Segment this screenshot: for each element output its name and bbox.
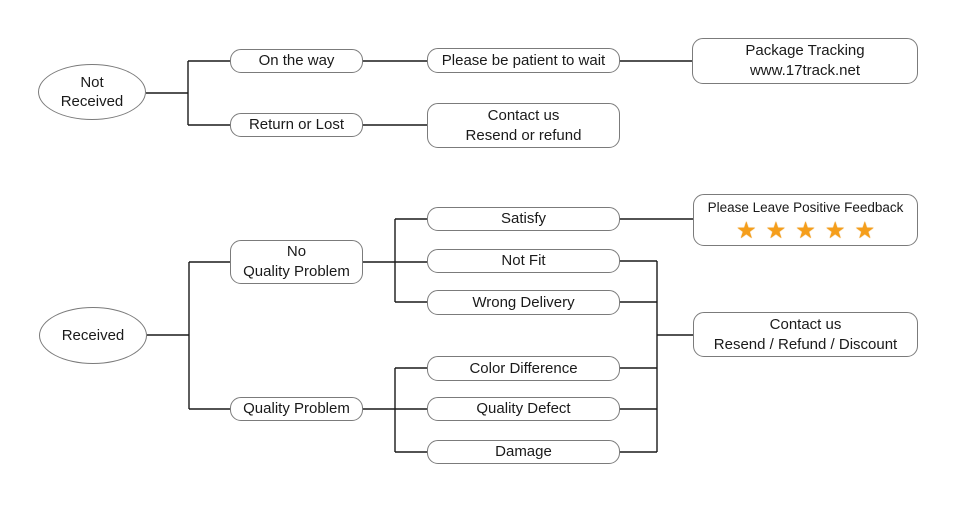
node-label: Quality Problem — [243, 263, 350, 280]
node-label: On the way — [258, 52, 335, 69]
node-not-received: Not Received — [38, 64, 146, 120]
node-package-tracking: Package Tracking www.17track.net — [692, 38, 918, 84]
node-label: Resend or refund — [465, 126, 582, 144]
node-label: Received — [60, 93, 124, 110]
node-on-the-way: On the way — [230, 49, 363, 73]
node-label: Quality Problem — [243, 400, 350, 417]
node-return-or-lost: Return or Lost — [230, 113, 363, 137]
node-label: No — [286, 243, 307, 260]
star-icon: ★ — [765, 216, 787, 243]
node-received: Received — [39, 307, 147, 364]
node-no-quality-problem: No Quality Problem — [230, 240, 363, 284]
node-please-be-patient: Please be patient to wait — [427, 48, 620, 73]
node-label: Quality Defect — [476, 400, 571, 417]
node-label: Not — [80, 74, 104, 91]
node-not-fit: Not Fit — [427, 249, 620, 273]
star-icon: ★ — [824, 216, 846, 243]
star-icon: ★ — [854, 216, 876, 243]
node-label: Received — [61, 327, 125, 344]
node-wrong-delivery: Wrong Delivery — [427, 290, 620, 315]
node-label: Not Fit — [501, 252, 546, 269]
node-contact-us-resend-or-refund: Contact us Resend or refund — [427, 103, 620, 148]
star-rating: ★ ★ ★ ★ ★ — [736, 217, 875, 243]
node-label: Return or Lost — [248, 116, 345, 133]
node-quality-defect: Quality Defect — [427, 397, 620, 421]
node-label: Wrong Delivery — [472, 293, 575, 311]
node-label: Damage — [495, 443, 552, 460]
node-label: Please be patient to wait — [441, 51, 606, 69]
node-label: Contact us — [769, 315, 842, 333]
node-label: Please Leave Positive Feedback — [707, 199, 904, 215]
node-quality-problem: Quality Problem — [230, 397, 363, 421]
node-positive-feedback: Please Leave Positive Feedback ★ ★ ★ ★ ★ — [693, 194, 918, 246]
node-label: Resend / Refund / Discount — [713, 335, 898, 353]
node-satisfy: Satisfy — [427, 207, 620, 231]
node-label: Package Tracking — [745, 42, 865, 59]
node-damage: Damage — [427, 440, 620, 464]
node-label: Satisfy — [500, 210, 546, 227]
node-label: www.17track.net — [749, 62, 861, 79]
star-icon: ★ — [735, 216, 757, 243]
node-label: Contact us — [487, 106, 560, 124]
node-color-difference: Color Difference — [427, 356, 620, 381]
node-contact-us-resend-refund-discount: Contact us Resend / Refund / Discount — [693, 312, 918, 357]
star-icon: ★ — [795, 216, 816, 243]
node-label: Color Difference — [469, 359, 578, 377]
